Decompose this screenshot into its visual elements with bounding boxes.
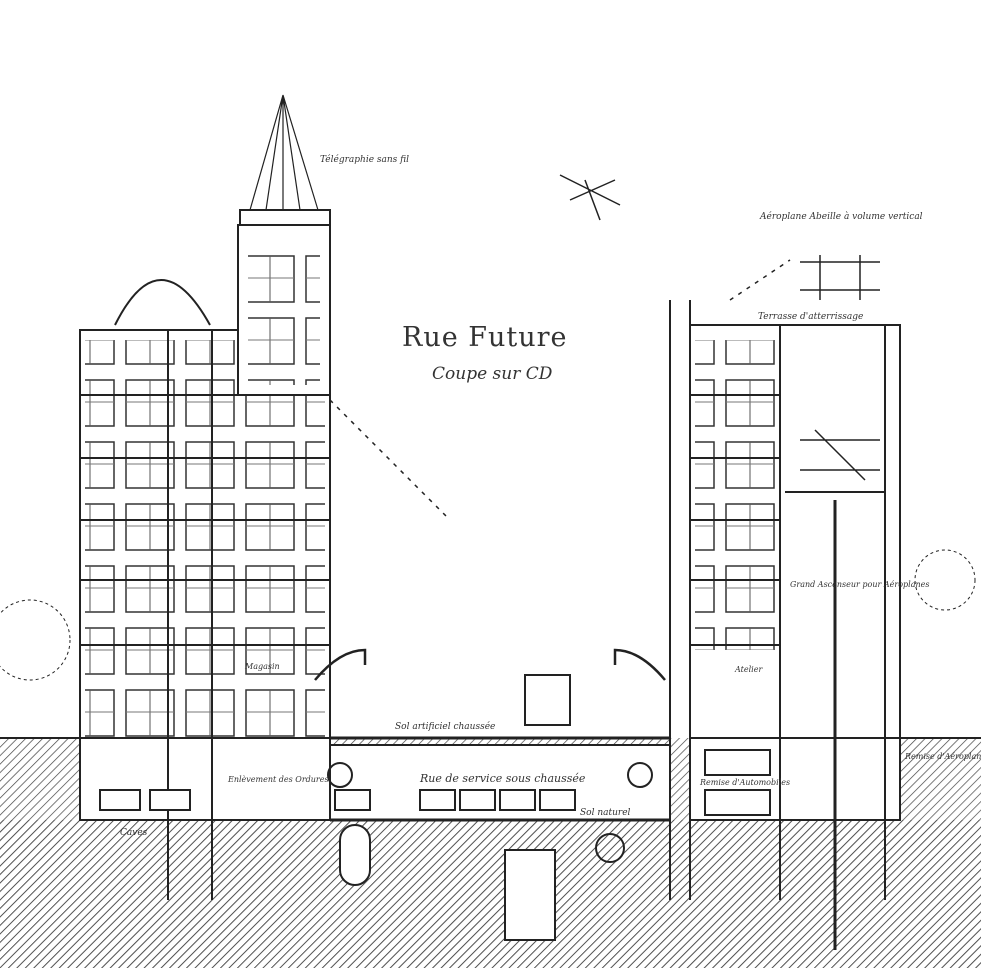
label-aeroplane: Aéroplane Abeille à volume vertical (760, 212, 923, 222)
label-sol-artificiel: Sol artificiel chaussée (395, 722, 496, 732)
label-remise-auto: Remise d'Automobiles (700, 778, 791, 787)
tram (524, 674, 571, 726)
label-caves: Caves (120, 828, 148, 838)
label-service-street: Rue de service sous chaussée (420, 772, 586, 785)
drawing-subtitle: Coupe sur CD (432, 364, 553, 384)
label-magasin: Magasin (245, 662, 280, 671)
dome (114, 279, 211, 326)
label-sol-naturel: Sol naturel (580, 808, 631, 818)
label-atelier: Atelier (735, 665, 763, 674)
label-terrasse: Terrasse d'atterrissage (758, 312, 864, 322)
label-tsf: Télégraphie sans fil (320, 155, 410, 165)
label-ascenseur: Grand Ascenseur pour Aéroplanes (790, 580, 930, 589)
drawing-title: Rue Future (402, 322, 568, 353)
label-remise-aero: Remise d'Aéroplanes (905, 752, 981, 761)
aeroplane-icon (559, 174, 880, 300)
label-ordures: Enlèvement des Ordures (228, 775, 329, 784)
radio-mast (249, 94, 319, 211)
